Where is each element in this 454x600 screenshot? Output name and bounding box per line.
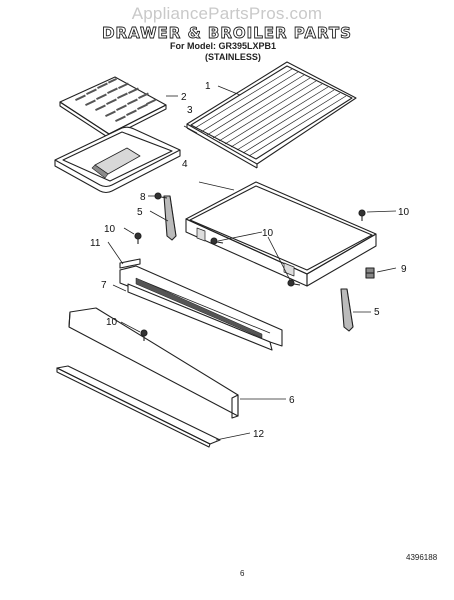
page-title: DRAWER & BROILER PARTS [102, 24, 352, 43]
callout-10d: 10 [106, 317, 118, 328]
drawer-front-panel [68, 307, 239, 419]
oven-rack [186, 61, 357, 169]
callout-11: 11 [90, 238, 101, 249]
drawer-front-frame [119, 265, 283, 351]
document-number: 4396188 [406, 553, 438, 562]
callout-10c: 10 [104, 224, 116, 235]
drawer-slide-left [163, 195, 177, 241]
callout-10a: 10 [398, 207, 410, 218]
callout-3: 3 [187, 105, 193, 116]
callout-12: 12 [253, 429, 265, 440]
callout-7: 7 [101, 280, 107, 291]
broiler-pan [54, 126, 181, 194]
leader-lines [107, 85, 397, 441]
callout-9: 9 [401, 264, 407, 275]
model-line-2: (STAINLESS) [205, 52, 261, 62]
callout-6: 6 [289, 395, 295, 406]
drawer-body [185, 181, 377, 287]
drawer-slide-right [340, 288, 354, 332]
callout-5b: 5 [374, 307, 380, 318]
screw-10-b [210, 237, 224, 245]
model-line: For Model: GR395LXPB1 [170, 41, 277, 51]
trim-strip [119, 258, 141, 269]
callout-4: 4 [182, 159, 188, 170]
kick-strip [56, 365, 221, 448]
callout-10b: 10 [262, 228, 274, 239]
callout-2: 2 [181, 92, 187, 103]
callout-8: 8 [140, 192, 146, 203]
callout-5a: 5 [137, 207, 143, 218]
screw-10-c [358, 209, 366, 221]
broiler-grid [59, 76, 167, 139]
screw-10-d [287, 279, 301, 287]
callout-labels: 1 2 3 4 5 5 6 7 8 9 10 10 10 10 11 12 [90, 81, 410, 440]
callout-1: 1 [205, 81, 211, 92]
page-number: 6 [240, 569, 245, 578]
screw-10-a [134, 232, 142, 244]
screw-10-e [140, 329, 148, 341]
clip-9 [365, 267, 375, 279]
watermark: AppliancePartsPros.com [131, 4, 323, 23]
